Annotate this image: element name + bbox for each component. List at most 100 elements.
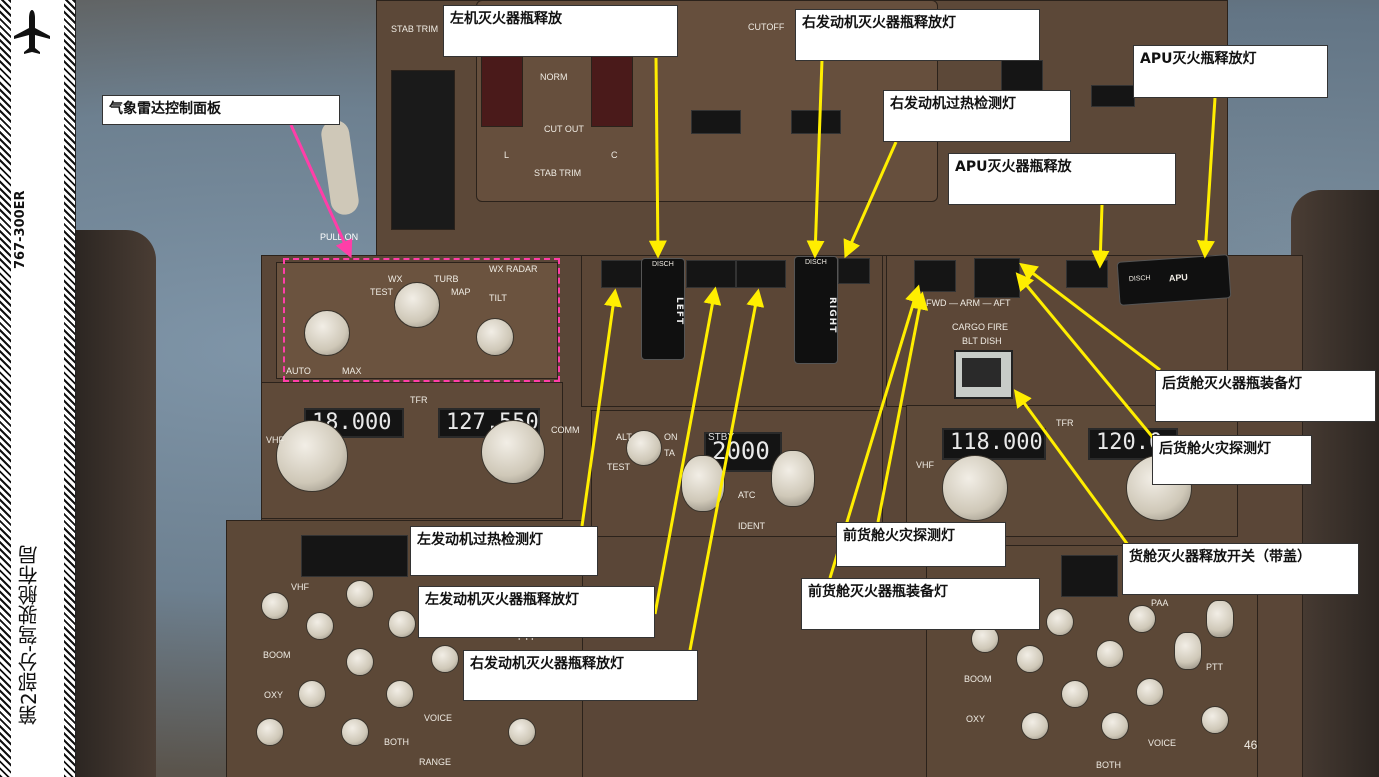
cutoff-label: CUTOFF [748,22,785,32]
audio-knob[interactable] [256,718,284,746]
cargo-fire-discharge-switch[interactable] [954,350,1013,399]
atc-transponder-panel [591,410,883,537]
atc-code-knob-right[interactable] [771,450,815,507]
stab-trim-lever-left[interactable] [481,55,523,127]
apu-handle-label: APU [1168,272,1189,284]
right-handle-label: RIGHT [827,297,837,334]
norm-label: NORM [540,72,568,82]
wx-radar-label: WX RADAR [489,264,538,274]
vhf-right-freq-knob[interactable] [942,455,1008,521]
audio-knob[interactable] [1096,640,1124,668]
audio-knob[interactable] [1136,678,1164,706]
atc-label: ATC [738,490,756,500]
vhf-right-tfr-label: TFR [1056,418,1074,428]
callout-apu-bottle-discharge: APU灭火器瓶释放 [948,153,1176,205]
stab-trim-label: STAB TRIM [391,24,439,34]
callout-apu-bottle-discharge-light: APU灭火瓶释放灯 [1133,45,1328,98]
vhf-left-label: VHF [266,435,284,445]
comm-label: COMM [551,425,580,435]
audio-knob[interactable] [388,610,416,638]
atc-ta-label: TA [664,448,675,458]
hatch-border-right [64,0,75,777]
audio-mic-selectors-right[interactable] [1061,555,1118,597]
apu-fire-handle[interactable]: APU DISCH [1116,254,1232,306]
vhf-left-standby-knob[interactable] [481,420,545,484]
wx-gain-knob[interactable] [304,310,350,356]
callout-fwd-cargo-detect: 前货舱火灾探测灯 [836,522,1006,567]
upper-gauge [1001,60,1043,94]
vhf-left-freq-knob[interactable] [276,420,348,492]
apu-bottle-discharge-light [1066,260,1108,288]
left-engine-fire-handle[interactable]: DISCH LEFT [641,258,685,360]
audio-knob[interactable] [1046,608,1074,636]
auto-label: AUTO [286,366,311,376]
audio-knob[interactable] [341,718,369,746]
airplane-icon [14,10,50,54]
audio-right-boom-label: BOOM [964,674,992,684]
audio-knob[interactable] [346,648,374,676]
callout-aft-cargo-detect: 后货舱火灾探测灯 [1152,435,1312,485]
left-seat [76,230,156,777]
fwd-cargo-lights [914,260,956,292]
fwd-arm-aft-label: FWD — ARM — AFT [926,298,1011,308]
callout-right-engine-overheat: 右发动机过热检测灯 [883,90,1071,142]
vhf-left-tfr-label: TFR [410,395,428,405]
callout-left-engine-bottle-light: 左发动机灭火器瓶释放灯 [418,586,655,638]
callout-cargo-discharge-switch: 货舱灭火器释放开关（带盖） [1122,543,1359,595]
stab-trim-indicator [391,70,455,230]
audio-right-voice-label: VOICE [1148,738,1177,748]
audio-left-both-label: BOTH [384,737,410,747]
audio-right-both-label: BOTH [1096,760,1122,770]
audio-knob[interactable] [346,580,374,608]
section-title: 第2部分-驾驶舱布局 [17,545,41,725]
audio-knob[interactable] [261,592,289,620]
atc-code-knob-left[interactable] [681,455,725,512]
audio-knob[interactable] [306,612,334,640]
audio-knob[interactable] [508,718,536,746]
weather-radar-highlight-box [283,258,560,382]
audio-right-ptt-label: PTT [1206,662,1223,672]
atc-on-label: ON [664,432,678,442]
audio-knob[interactable] [1016,645,1044,673]
stab-trim-l-label: L [504,150,510,160]
map-label: MAP [451,287,471,297]
stab-trim-c-label: C [611,150,618,160]
pull-on-label: PULL ON [320,232,359,242]
audio-knob[interactable] [431,645,459,673]
callout-right-engine-bottle-discharge-light: 右发动机灭火器瓶释放灯 [795,9,1040,61]
audio-knob[interactable] [1206,600,1234,638]
wx-mode-knob[interactable] [394,282,440,328]
ident-label: IDENT [738,521,765,531]
audio-knob[interactable] [1021,712,1049,740]
park-brake-handle[interactable] [319,118,361,217]
callout-weather-radar-panel: 气象雷达控制面板 [102,95,340,125]
turb-label: TURB [434,274,459,284]
left-overheat-light [601,260,643,288]
audio-knob[interactable] [1201,706,1229,734]
audio-knob[interactable] [1101,712,1129,740]
page-number: 46 [1244,738,1258,752]
atc-alt-label: ALT [616,432,632,442]
left-handle-label: LEFT [674,297,684,326]
audio-mic-selectors-left[interactable] [301,535,408,577]
audio-left-voice-label: VOICE [424,713,453,723]
stab-trim-bottom-label: STAB TRIM [534,168,582,178]
stab-trim-lever-right[interactable] [591,55,633,127]
callout-left-engine-bottle-discharge: 左机灭火器瓶释放 [443,5,678,57]
right-disch-label: DISCH [805,259,827,266]
chapter-sidebar: 767-300ER 第2部分-驾驶舱布局 [0,0,76,777]
cargo-fire-label: CARGO FIRE [952,322,1009,332]
audio-knob[interactable] [1174,632,1202,670]
upper-light-1 [691,110,741,134]
hatch-border-left [0,0,11,777]
aircraft-model-label: 767-300ER [13,190,28,270]
right-engine-fire-handle[interactable]: DISCH RIGHT [794,256,838,364]
audio-knob[interactable] [1061,680,1089,708]
callout-fwd-cargo-armed: 前货舱灭火器瓶装备灯 [801,578,1040,630]
audio-knob[interactable] [1128,605,1156,633]
audio-left-vhf-label: VHF [291,582,309,592]
audio-knob[interactable] [298,680,326,708]
audio-knob[interactable] [386,680,414,708]
wx-tilt-knob[interactable] [476,318,514,356]
